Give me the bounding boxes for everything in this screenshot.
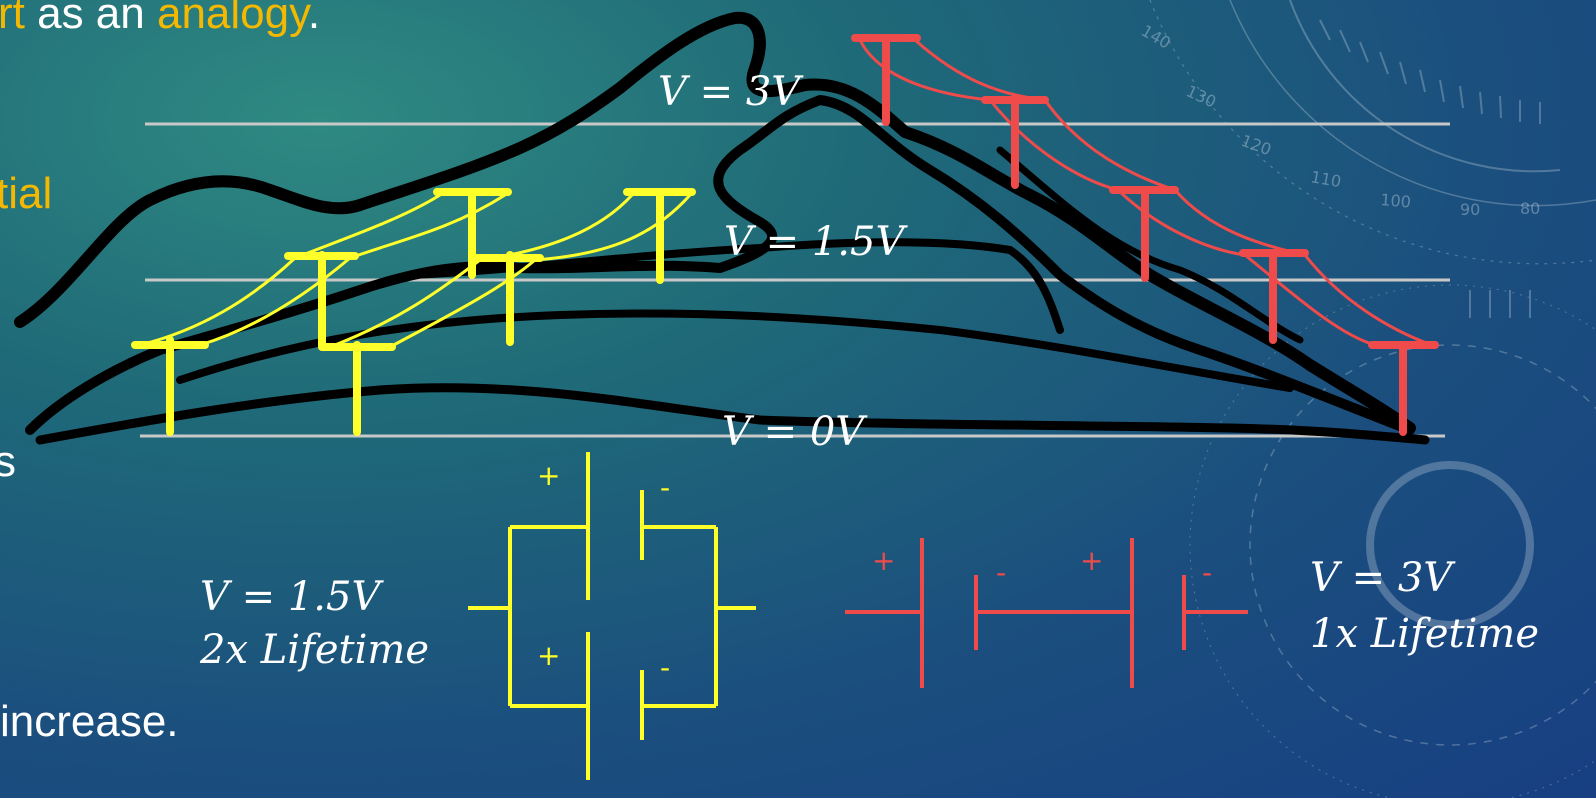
dial-label: 130 — [1183, 81, 1219, 111]
minus-label: - — [1202, 556, 1212, 589]
minus-label: - — [996, 556, 1006, 589]
dial-label: 110 — [1309, 167, 1342, 191]
series-battery-circuit — [845, 538, 1248, 688]
level-label-3v: V = 3V — [658, 69, 801, 115]
top-text-highlight-1: rt — [0, 0, 25, 38]
yellow-power-poles — [131, 188, 696, 436]
level-label-0v: V = 0V — [722, 409, 865, 455]
series-lifetime-label: 1x Lifetime — [1310, 611, 1540, 657]
dial-label: 140 — [1138, 21, 1174, 53]
red-power-poles — [851, 34, 1439, 436]
dial-label: 100 — [1380, 190, 1412, 212]
series-voltage-label: V = 3V — [1310, 555, 1453, 601]
dial-label: 90 — [1460, 200, 1480, 219]
level-label-1-5v: V = 1.5V — [724, 219, 905, 265]
slide-text-top: rt as an analogy. — [0, 0, 320, 36]
slide-text-fragment-potential: tial — [0, 169, 53, 218]
parallel-lifetime-label: 2x Lifetime — [200, 627, 430, 673]
minus-label: - — [660, 471, 670, 504]
plus-label: + — [537, 639, 560, 672]
top-text-highlight-2: analogy — [156, 0, 308, 38]
parallel-battery-circuit — [468, 452, 756, 780]
dial-decoration — [1149, 0, 1596, 798]
plus-label: + — [537, 459, 560, 492]
top-text-period: . — [307, 0, 321, 38]
dial-label: 120 — [1239, 131, 1274, 159]
parallel-polarity-labels: + - + - — [537, 459, 670, 684]
minus-label: - — [660, 651, 670, 684]
series-polarity-labels: + - + - — [872, 544, 1212, 589]
slide-text-bottom: increase. — [0, 697, 179, 746]
parallel-voltage-label: V = 1.5V — [200, 574, 381, 620]
voltage-gridlines — [140, 122, 1450, 438]
plus-label: + — [872, 544, 895, 577]
dial-tick-labels: 140 130 120 110 100 90 80 — [1138, 21, 1540, 219]
slide-text-fragment-s: s — [0, 437, 16, 486]
plus-label: + — [1080, 544, 1103, 577]
top-text-plain: as an — [24, 0, 157, 38]
dial-label: 80 — [1520, 199, 1540, 218]
